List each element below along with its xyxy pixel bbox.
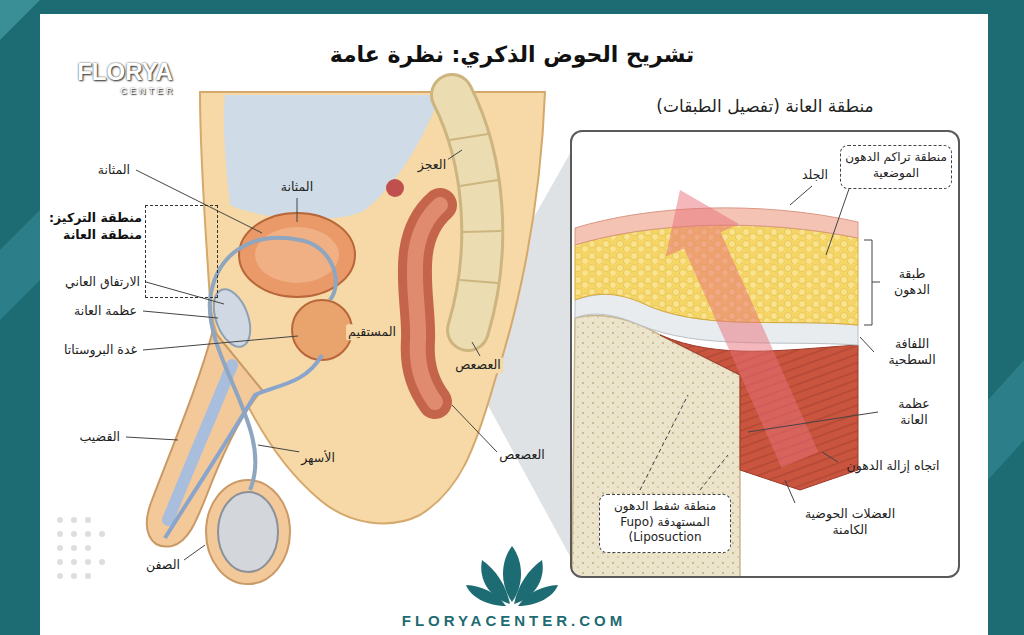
layer-label: عظمة العانة xyxy=(883,396,945,427)
anatomy-label: المثانة xyxy=(98,162,130,178)
penis xyxy=(147,330,262,547)
anatomy-label: العصعص xyxy=(453,357,503,373)
scrotum xyxy=(206,480,290,584)
callout-box: منطقة شفط الدهون المستهدفة (Fupo Liposuc… xyxy=(599,494,731,553)
sacrum xyxy=(452,95,482,330)
canvas xyxy=(40,14,988,635)
focus-region-box: منطقة التركيز: منطقة العانة xyxy=(145,205,218,298)
anatomy-label: الأسهر xyxy=(299,450,337,466)
anatomy-label: غدة البروستاتا xyxy=(64,342,137,358)
anatomy-label: المستقيم xyxy=(346,324,398,340)
anatomy-label: الصفن xyxy=(146,557,180,573)
watermark: CENTER xyxy=(120,86,175,97)
region-heading: منطقة العانة (تفصيل الطبقات) xyxy=(572,96,958,116)
layer-label: اتجاه إزالة الدهون xyxy=(847,458,940,474)
body-section xyxy=(200,92,545,523)
vertebra-lines xyxy=(450,134,501,283)
vas-deferens xyxy=(210,238,336,490)
anatomy-label: العجز xyxy=(416,157,448,173)
rectum xyxy=(415,205,440,402)
sacrum xyxy=(452,95,482,330)
callout-box: منطقة تراكم الدهون الموضعية xyxy=(840,145,952,189)
rectum xyxy=(415,205,440,402)
anatomy-label: القضيب xyxy=(80,429,121,445)
layer-label: اللفافة السطحية xyxy=(874,336,950,367)
urethra xyxy=(165,355,322,538)
frame-decoration xyxy=(0,0,40,40)
callout-text: منطقة تراكم الدهون الموضعية xyxy=(845,150,947,181)
anatomy-label: عظمة العانة xyxy=(74,303,137,319)
callout-text: منطقة شفط الدهون المستهدفة (Fupo Liposuc… xyxy=(604,499,726,546)
region-heading: منطقة التركيز: منطقة العانة xyxy=(46,210,142,244)
logo xyxy=(466,546,558,606)
layer-label: العضلات الحوضية الكامنة xyxy=(790,506,910,537)
leader-lines xyxy=(640,186,880,503)
removal-arrow xyxy=(666,190,819,468)
prostate xyxy=(292,300,352,360)
leader-lines xyxy=(126,150,497,560)
watermark: FLORYA xyxy=(77,57,173,87)
corpus xyxy=(168,365,232,520)
frame-decoration xyxy=(0,210,40,320)
anatomy-label: العصعص xyxy=(499,447,545,463)
anatomy-label: المثانة xyxy=(279,179,315,195)
website-url: FLORYACENTER.COM xyxy=(402,612,627,631)
vessel xyxy=(386,179,404,197)
layer-label: طبقة الدهون xyxy=(881,266,943,297)
testis xyxy=(218,492,278,572)
dot-pattern xyxy=(57,517,105,579)
layer-label: الجلد xyxy=(802,167,828,183)
frame-decoration xyxy=(988,360,1024,480)
anatomy-label: الارتفاق العاني xyxy=(65,274,140,290)
abdominal-cavity xyxy=(224,95,440,219)
